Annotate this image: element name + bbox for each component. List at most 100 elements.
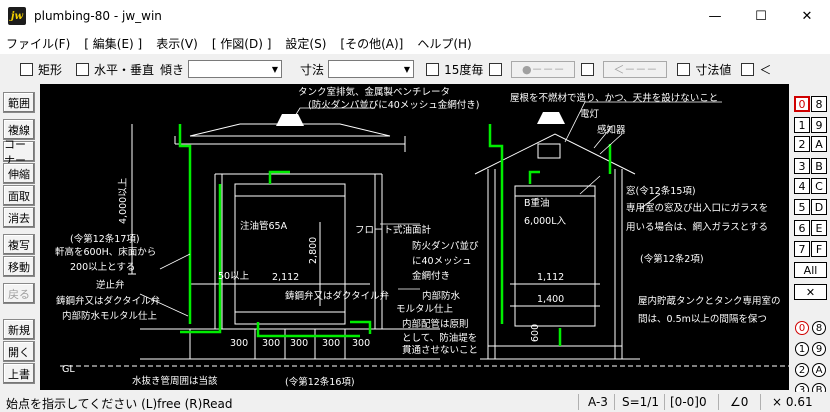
- cad-label: 50以上: [218, 271, 250, 282]
- cad-label: 300: [322, 338, 340, 349]
- dimval-option[interactable]: 寸法値: [677, 61, 731, 78]
- dim-group: 寸法▼: [300, 60, 415, 78]
- menu-edit[interactable]: [ 編集(E) ]: [84, 36, 143, 51]
- line-a-button[interactable]: ●－－－: [511, 60, 576, 78]
- maximize-button[interactable]: ☐: [755, 8, 767, 24]
- menu-view[interactable]: 表示(V): [156, 36, 198, 51]
- tool-offset[interactable]: 複線: [3, 119, 35, 140]
- lt-option[interactable]: ＜: [741, 61, 771, 78]
- layer-button[interactable]: D: [811, 199, 827, 215]
- tool-erase[interactable]: 消去: [3, 207, 35, 228]
- cad-label: 300: [352, 338, 370, 349]
- cad-label: 貫通させないこと: [402, 345, 478, 356]
- menu-draw[interactable]: [ 作図(D) ]: [211, 36, 272, 51]
- layer-all-button[interactable]: All: [794, 262, 827, 278]
- status-paper-size[interactable]: A-3: [588, 395, 608, 409]
- rect-checkbox[interactable]: [20, 62, 33, 76]
- layer-button[interactable]: 7: [794, 241, 810, 257]
- status-divider: [578, 394, 579, 410]
- menu-other[interactable]: [その他(A)]: [340, 36, 404, 51]
- cad-label: フロート式油面計: [355, 224, 432, 236]
- layer-group-button[interactable]: A: [811, 362, 827, 378]
- layer-button[interactable]: 9: [811, 117, 827, 133]
- cad-label: 1,400: [537, 294, 564, 305]
- layer-button[interactable]: E: [811, 220, 827, 236]
- cad-label: 200以上とする: [70, 262, 135, 273]
- cad-label: 電灯: [580, 109, 600, 120]
- layer-button[interactable]: 0: [794, 96, 810, 112]
- drawing-canvas[interactable]: タンク室排気、金属製ベンチレータ (防火ダンパ並びに40メッシュ金網付き) 屋根…: [40, 84, 789, 390]
- tool-stretch[interactable]: 伸縮: [3, 163, 35, 184]
- menu-settings[interactable]: 設定(S): [285, 36, 327, 51]
- layer-group-button[interactable]: 2: [794, 362, 810, 378]
- layer-button[interactable]: 5: [794, 199, 810, 215]
- cad-label: 2,800: [308, 237, 319, 264]
- layer-button[interactable]: A: [811, 136, 827, 152]
- cad-label: 屋内貯蔵タンクとタンク専用室の: [638, 295, 781, 307]
- layer-x-button[interactable]: ✕: [794, 284, 827, 300]
- tool-corner[interactable]: コーナー: [3, 138, 35, 167]
- status-scale[interactable]: S=1/1: [622, 395, 659, 409]
- layer-button[interactable]: B: [811, 158, 827, 174]
- close-button[interactable]: ✕: [801, 8, 813, 24]
- dimval-checkbox[interactable]: [677, 62, 691, 76]
- status-divider: [760, 394, 761, 410]
- deg15-option[interactable]: 15度毎: [426, 61, 483, 78]
- cad-label: 内部防水: [422, 290, 461, 302]
- layer-panel: 0 8 1 9 2 A 3 B 4 C 5 D 6 E 7 F All ✕ 0 …: [790, 84, 830, 397]
- tilt-combo[interactable]: ▼: [188, 60, 283, 78]
- status-layer[interactable]: [0-0]0: [670, 395, 707, 409]
- tool-open[interactable]: 開く: [3, 341, 35, 362]
- layer-group-label: 8: [812, 321, 826, 335]
- cad-label: 4,000以上: [118, 177, 129, 224]
- cad-label: (令第12条2項): [640, 253, 704, 265]
- rect-option[interactable]: 矩形: [20, 61, 62, 78]
- tool-chamfer[interactable]: 面取: [3, 185, 35, 206]
- layer-button[interactable]: 2: [794, 136, 810, 152]
- layer-button[interactable]: 4: [794, 178, 810, 194]
- lt-label: ＜: [759, 62, 772, 77]
- menu-help[interactable]: ヘルプ(H): [417, 36, 472, 51]
- status-bar: 始点を指示してください (L)free (R)Read A-3 S=1/1 [0…: [0, 392, 830, 412]
- hv-option[interactable]: 水平・垂直: [76, 61, 154, 78]
- cad-label: 内部防水モルタル仕上: [62, 310, 158, 322]
- layer-group-label: 0: [795, 321, 809, 335]
- dim-combo[interactable]: ▼: [328, 60, 415, 78]
- lt-checkbox[interactable]: [741, 62, 755, 76]
- cad-label: に40メッシュ: [412, 256, 472, 267]
- tool-overwrite[interactable]: 上書: [3, 363, 35, 384]
- menu-file[interactable]: ファイル(F): [6, 36, 71, 51]
- deg15-checkbox[interactable]: [426, 62, 440, 76]
- line-b-button[interactable]: ＜－－－: [603, 60, 668, 78]
- cad-label: として、防油堤を: [402, 332, 477, 344]
- layer-button[interactable]: 6: [794, 220, 810, 236]
- tool-range[interactable]: 範囲: [3, 92, 35, 113]
- tool-new[interactable]: 新規: [3, 319, 35, 340]
- layer-button[interactable]: 8: [811, 96, 827, 112]
- layer-group-button[interactable]: 8: [811, 320, 827, 336]
- layer-group-label: 9: [812, 342, 826, 356]
- tool-undo[interactable]: 戻る: [3, 283, 35, 304]
- layer-button[interactable]: 3: [794, 158, 810, 174]
- cad-label: 防火ダンパ並び: [412, 240, 479, 252]
- line-b-checkbox[interactable]: [581, 62, 595, 76]
- minimize-button[interactable]: —: [708, 8, 722, 24]
- cad-label: (令第12条17項): [70, 233, 140, 245]
- layer-group-button[interactable]: 1: [794, 341, 810, 357]
- layer-group-button[interactable]: 0: [794, 320, 810, 336]
- layer-button[interactable]: F: [811, 241, 827, 257]
- tool-move[interactable]: 移動: [3, 256, 35, 277]
- cad-label: 屋根を不燃材で造り、かつ、天井を設けないこと: [510, 92, 718, 104]
- layer-group-label: A: [812, 363, 826, 377]
- hv-checkbox[interactable]: [76, 62, 90, 76]
- status-zoom[interactable]: × 0.61: [772, 395, 813, 409]
- tool-copy[interactable]: 複写: [3, 234, 35, 255]
- layer-button[interactable]: 1: [794, 117, 810, 133]
- cad-label: (令第12条16項): [285, 376, 355, 388]
- line-a-checkbox[interactable]: [489, 62, 503, 76]
- layer-group-button[interactable]: 9: [811, 341, 827, 357]
- layer-button[interactable]: C: [811, 178, 827, 194]
- title-bar: jw plumbing-80 - jw_win — ☐ ✕: [0, 0, 830, 32]
- status-angle[interactable]: ∠0: [730, 395, 749, 409]
